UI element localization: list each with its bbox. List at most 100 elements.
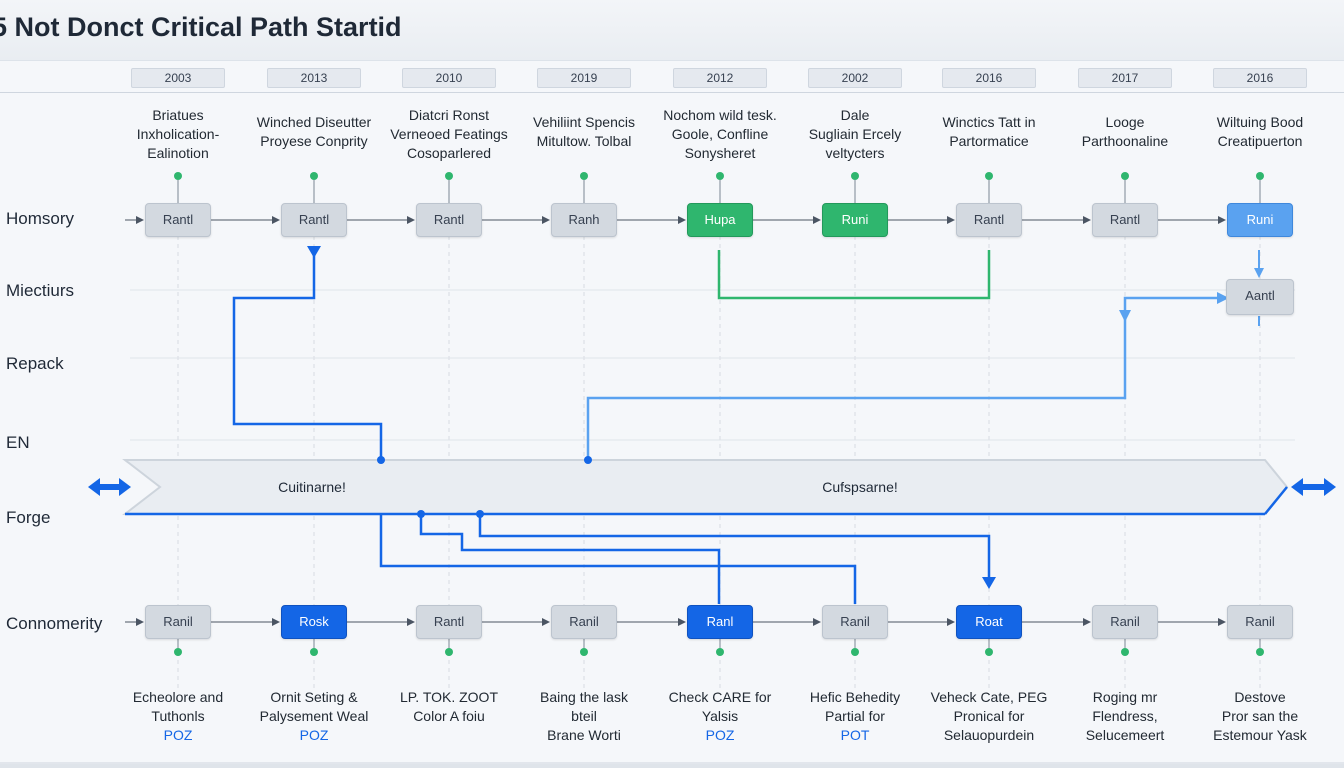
description-line: Partormatice [949,133,1029,149]
top-node[interactable]: Ranh [551,203,617,237]
description-line: LP. TOK. ZOOT [399,689,499,705]
description-line: veltycters [825,145,885,161]
bottom-description: Roging mr Flendress, Selucemeert [1055,688,1195,745]
description-line: Winctics Tatt in [942,114,1036,130]
top-node[interactable]: Runi [1227,203,1293,237]
milestone-dot [851,648,859,656]
description-line: Tuthonls [151,708,205,724]
description-line: Mitultow. Tolbal [536,133,632,149]
description-line: Nochom wild tesk. [663,107,777,123]
bottom-node[interactable]: Rantl [416,605,482,639]
description-line: Selucemeert [1085,727,1165,743]
top-node[interactable]: Rantl [956,203,1022,237]
bottom-node[interactable]: Ranil [145,605,211,639]
banner-right-text: Cufspsarne! [822,479,898,495]
description-line: Yalsis [701,708,739,724]
description-line: Vehiliint Spencis [533,114,635,130]
bottom-node[interactable]: Ranil [1092,605,1158,639]
description-line: Hefic Behedity [809,689,901,705]
description-line: Wiltuing Bood [1216,114,1304,130]
milestone-dot [985,648,993,656]
milestone-dot [716,648,724,656]
milestone-dot [985,172,993,180]
description-code: POZ [163,727,193,743]
description-line: bteil [571,708,597,724]
milestone-dot [716,172,724,180]
bottom-node[interactable]: Ranil [551,605,617,639]
description-line: Roging mr [1092,689,1158,705]
top-node[interactable]: Rantl [1092,203,1158,237]
description-line: Baing the lask [540,689,628,705]
description-line: Winched Diseutter [256,114,372,130]
description-line: Verneoed Featings [390,126,508,142]
description-line: Brane Worti [547,727,621,743]
description-line: Veheck Cate, PEG [930,689,1048,705]
row-label: Homsory [6,209,75,228]
description-line: Color A foiu [413,708,485,724]
top-description: Winctics Tatt in Partormatice [922,113,1056,151]
milestone-dot [580,648,588,656]
description-line: Sonysheret [684,145,756,161]
top-node[interactable]: Hupa [687,203,753,237]
description-line: Looge [1105,114,1145,130]
year-badge: 2016 [1213,68,1307,88]
top-node[interactable]: Rantl [281,203,347,237]
footer-bar [0,764,1344,768]
description-line: Echeolore and [132,689,224,705]
milestone-dot [1121,172,1129,180]
row-label: Repack [6,354,64,373]
description-line: Inxholication- [136,126,220,142]
description-line: Diatcri Ronst [408,107,490,123]
top-node[interactable]: Rantl [145,203,211,237]
bottom-node[interactable]: Ranil [822,605,888,639]
top-node[interactable]: Runi [822,203,888,237]
side-node[interactable]: Aantl [1226,279,1294,315]
divider [0,92,1344,93]
bottom-node[interactable]: Ranl [687,605,753,639]
description-line: Briatues [152,107,204,123]
year-badge: 2010 [402,68,496,88]
year-badge: 2002 [808,68,902,88]
top-node[interactable]: Rantl [416,203,482,237]
milestone-dot [580,172,588,180]
description-line: Destove [1234,689,1286,705]
milestone-dot [851,172,859,180]
milestone-dot [310,648,318,656]
description-line: Ealinotion [147,145,209,161]
milestone-dot [445,172,453,180]
milestone-dot [1121,648,1129,656]
row-label: Connomerity [6,614,103,633]
milestone-dot [445,648,453,656]
right-double-arrow-icon [1291,478,1336,496]
page-title: 5 Not Donct Critical Path Startid [0,12,402,42]
description-line: Selauopurdein [943,727,1035,743]
year-badge: 2013 [267,68,361,88]
bottom-node[interactable]: Roat [956,605,1022,639]
milestone-dot [174,648,182,656]
bottom-node[interactable]: Rosk [281,605,347,639]
milestone-dot [1256,648,1264,656]
description-code: POT [840,727,870,743]
description-line: Partial for [825,708,885,724]
description-line: Check CARE for [668,689,772,705]
milestone-dot [174,172,182,180]
description-line: Flendress, [1092,708,1158,724]
row-label: EN [6,433,30,452]
description-line: Pror san the [1221,708,1299,724]
description-line: Estemour Yask [1213,727,1307,743]
bottom-node[interactable]: Ranil [1227,605,1293,639]
description-code: POZ [299,727,329,743]
left-double-arrow-icon [88,478,131,496]
description-code: POZ [705,727,735,743]
